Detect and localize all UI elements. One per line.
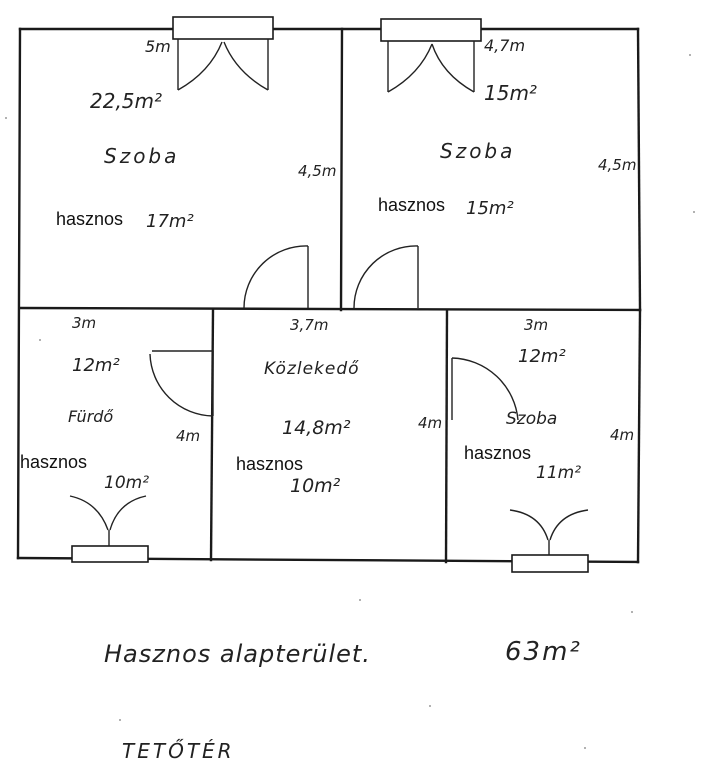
bathroom-usable-area: 10m² — [104, 473, 149, 493]
footer: Hasznos alapterület. 63m² TETŐTÉR — [104, 637, 582, 763]
room-hallway: 3,7m Közlekedő 14,8m² 4m hasznos 10m² — [236, 316, 442, 497]
door-right-room — [353, 245, 419, 309]
room-small-name: Szoba — [506, 409, 557, 429]
window-left-room — [172, 16, 274, 40]
hallway-side-dimension: 4m — [418, 414, 442, 432]
bathroom-usable-label: hasznos — [20, 452, 87, 472]
hallway-usable-area: 10m² — [290, 475, 341, 497]
bathroom-name: Fürdő — [68, 407, 113, 426]
bathroom-hallway-wall — [209, 308, 215, 562]
room-right-area: 15m² — [484, 81, 537, 105]
scan-noise — [5, 54, 695, 749]
hallway-area: 14,8m² — [282, 417, 351, 439]
window-swing-bathroom — [69, 495, 147, 546]
hallway-name: Közlekedő — [264, 359, 360, 379]
room-left-top-dimension: 5m — [145, 37, 171, 56]
left-wall — [16, 27, 22, 560]
window-right-room — [380, 18, 482, 42]
door-small-room — [446, 357, 519, 421]
room-right-usable-label: hasznos — [378, 195, 445, 215]
room-left: 5m 22,5m² Szoba 4,5m hasznos 17m² — [56, 37, 336, 232]
room-left-usable-label: hasznos — [56, 209, 123, 229]
right-wall-lower — [636, 308, 642, 564]
room-small-side-dimension: 4m — [610, 426, 634, 444]
window-swing-left-room — [177, 39, 269, 91]
window-bathroom — [71, 545, 149, 563]
room-left-usable-area: 17m² — [146, 211, 194, 232]
window-small-room — [511, 554, 589, 573]
hallway-usable-label: hasznos — [236, 454, 303, 474]
room-small-area: 12m² — [518, 346, 566, 367]
upper-rooms-divider-wall — [339, 27, 344, 312]
total-usable-area-label: Hasznos alapterület. — [104, 640, 371, 668]
room-right-side-dimension: 4,5m — [598, 156, 636, 174]
bathroom-top-dimension: 3m — [72, 314, 96, 332]
room-left-area: 22,5m² — [90, 89, 162, 113]
hallway-top-dimension: 3,7m — [290, 316, 328, 334]
room-right-name: Szoba — [440, 139, 515, 163]
door-left-room — [243, 245, 309, 309]
room-right: 4,7m 15m² Szoba 4,5m hasznos 15m² — [378, 36, 636, 219]
bathroom-area: 12m² — [72, 355, 120, 376]
window-swing-right-room — [387, 41, 475, 93]
floor-name: TETŐTÉR — [122, 739, 235, 763]
room-right-top-dimension: 4,7m — [484, 36, 525, 55]
room-small-top-dimension: 3m — [524, 316, 548, 334]
room-small-usable-label: hasznos — [464, 443, 531, 463]
bathroom-side-dimension: 4m — [176, 427, 200, 445]
hallway-room-wall — [444, 308, 449, 564]
room-small: 3m 12m² Szoba 4m hasznos 11m² — [464, 316, 634, 483]
room-bathroom: 3m 12m² Fürdő 4m hasznos 10m² — [20, 314, 200, 493]
room-small-usable-area: 11m² — [536, 463, 581, 483]
door-bathroom — [149, 350, 214, 417]
right-wall-upper — [636, 27, 642, 312]
room-left-name: Szoba — [104, 144, 179, 168]
middle-horizontal-wall — [18, 306, 642, 312]
room-right-usable-area: 15m² — [466, 198, 514, 219]
room-left-side-dimension: 4,5m — [298, 162, 336, 180]
total-usable-area-value: 63m² — [505, 637, 582, 667]
window-swing-small-room — [509, 509, 589, 555]
